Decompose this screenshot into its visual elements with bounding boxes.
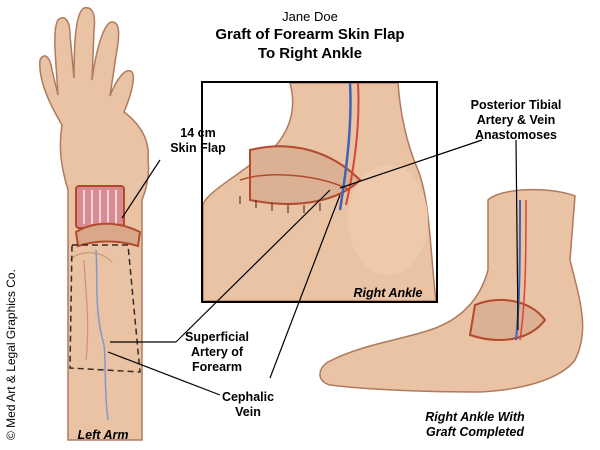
superficial-label-line-1: Superficial [185,330,249,344]
copyright-notice: © Med Art & Legal Graphics Co. [4,269,18,440]
title-line-1: Graft of Forearm Skin Flap [215,26,405,43]
skin-flap-label-line-2: Skin Flap [170,141,226,155]
patient-name: Jane Doe [282,9,338,24]
left-arm-caption: Left Arm [77,428,129,442]
title-line-2: To Right Ankle [257,45,363,62]
right-ankle-caption: Right Ankle [353,286,423,300]
superficial-artery-label: Superficial Artery of Forearm [172,330,262,375]
leader-lines [107,139,519,396]
completed-caption-line-2: Graft Completed [426,425,524,439]
tibial-label-line-2: Artery & Vein [476,113,556,127]
right-ankle-inset [201,81,438,303]
skin-flap-label-line-1: 14 cm [180,126,216,140]
left-arm-illustration [39,6,150,441]
cephalic-label-line-1: Cephalic [221,390,275,404]
tibial-label-line-1: Posterior Tibial [470,98,562,112]
title-block: Jane Doe Graft of Forearm Skin Flap To R… [190,8,430,63]
skin-flap-label: 14 cm Skin Flap [158,126,238,156]
tibial-label-line-3: Anastomoses [475,128,557,142]
cephalic-vein-label: Cephalic Vein [218,390,278,420]
superficial-label-line-3: Forearm [191,360,243,374]
tibial-anastomoses-label: Posterior Tibial Artery & Vein Anastomos… [446,98,586,143]
completed-ankle-caption: Right Ankle With Graft Completed [400,410,550,440]
completed-caption-line-1: Right Ankle With [425,410,525,424]
cephalic-label-line-2: Vein [235,405,261,419]
superficial-label-line-2: Artery of [190,345,244,359]
